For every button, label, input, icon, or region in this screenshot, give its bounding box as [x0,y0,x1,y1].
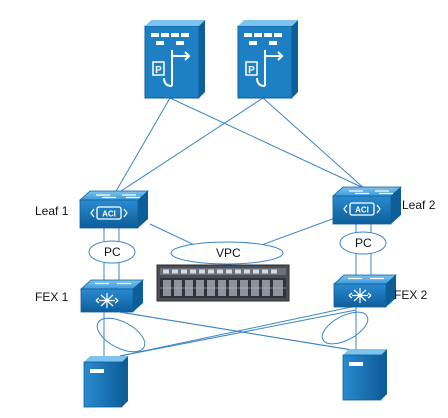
spine-switch-right[interactable]: P [237,20,298,99]
tower-server-icon [83,356,128,408]
pc-bundle-right [339,231,387,255]
pc-right-label: PC [355,236,372,250]
links [103,97,372,357]
vpc-label: VPC [216,246,241,260]
aci-leaf-switch-icon: ACI [331,186,403,225]
pc-bundle-left [88,240,136,264]
leaf2-badge: ACI [355,206,369,215]
spine-switch-icon: P [144,20,205,99]
link-spine-left-leaf1 [114,97,171,194]
tower-server-icon [342,349,387,401]
fabric-extender-icon [332,274,398,308]
spine-switch-left[interactable]: P [144,20,205,99]
fabric-extender-icon [79,279,145,313]
leaf1-label: Leaf 1 [35,204,69,218]
leaf1-badge: ACI [102,210,116,219]
bundle-link-overlay [103,309,357,357]
tower-server-right[interactable] [342,349,387,401]
link-spine-right-leaf1 [117,97,264,194]
aci-leaf-switch-icon: ACI [78,190,150,229]
fex-2[interactable] [332,274,398,308]
svg-text:P: P [248,65,255,76]
fex1-label: FEX 1 [35,290,69,304]
fex1-server-bundle [96,317,146,353]
pc-left-label: PC [104,245,121,259]
vpc-bundle [170,241,284,265]
leaf-switch-2[interactable]: ACI [331,186,403,225]
spine-switch-icon: P [237,20,298,99]
rack-server-center[interactable] [156,264,290,302]
tower-server-left[interactable] [83,356,128,408]
link-spine-right-leaf2 [262,97,367,191]
leaf-switch-1[interactable]: ACI [78,190,150,229]
svg-text:P: P [155,65,162,76]
link-spine-left-leaf2 [169,97,369,191]
rack-server-icon [156,264,290,302]
fex2-label: FEX 2 [394,288,428,302]
fex-1[interactable] [79,279,145,313]
leaf2-label: Leaf 2 [402,198,436,212]
